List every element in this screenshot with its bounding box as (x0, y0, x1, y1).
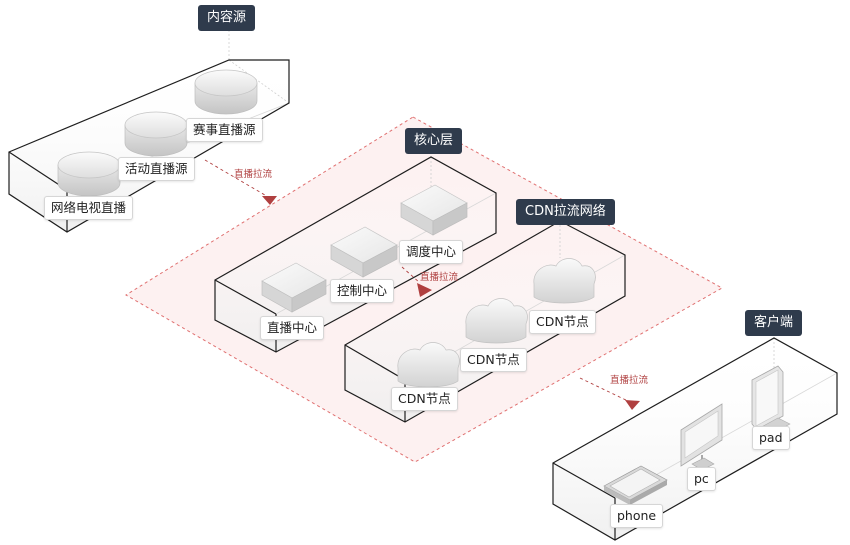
flow-arrow-icon (625, 400, 640, 410)
node-label-cdn-node: CDN节点 (529, 310, 596, 334)
node-label-phone: phone (610, 504, 664, 528)
flow-connector-cdn-client (579, 377, 640, 410)
group-title-client: 客户端 (745, 310, 803, 336)
node-label-cdn-node: CDN节点 (391, 387, 458, 411)
flow-arrow-icon (417, 283, 432, 297)
node-label-activity-live-source: 活动直播源 (118, 157, 195, 181)
node-label-dispatch-center: 调度中心 (399, 240, 464, 264)
flow-label-source-core: 直播拉流 (234, 169, 273, 180)
node-label-iptv-live: 网络电视直播 (44, 196, 134, 220)
tablet-icon (751, 365, 791, 437)
node-label-control-center: 控制中心 (330, 279, 395, 303)
disk-server-icon (194, 69, 258, 115)
node-label-pc: pc (687, 467, 716, 491)
group-title-core-layer: 核心层 (405, 128, 463, 154)
phone-icon (603, 465, 668, 505)
disk-server-icon (124, 111, 188, 157)
cloud-icon (533, 258, 596, 304)
node-label-cdn-node: CDN节点 (460, 348, 527, 372)
flow-connector-source-core (204, 159, 277, 205)
flow-label-cdn-client: 直播拉流 (610, 375, 649, 386)
flow-connector-core-cdn (401, 266, 432, 297)
cloud-icon (465, 298, 528, 344)
flow-arrow-icon (262, 196, 277, 205)
server-box-icon (330, 226, 398, 278)
server-box-icon (400, 184, 468, 236)
cloud-icon (397, 342, 460, 388)
flow-label-core-cdn: 直播拉流 (420, 272, 459, 283)
node-label-live-center: 直播中心 (260, 316, 325, 340)
group-title-cdn-network: CDN拉流网络 (516, 199, 615, 225)
node-label-pad: pad (752, 426, 790, 450)
server-box-icon (261, 262, 327, 313)
node-label-event-live-source: 赛事直播源 (186, 118, 263, 142)
disk-server-icon (57, 151, 121, 197)
group-title-content-source: 内容源 (198, 5, 256, 31)
